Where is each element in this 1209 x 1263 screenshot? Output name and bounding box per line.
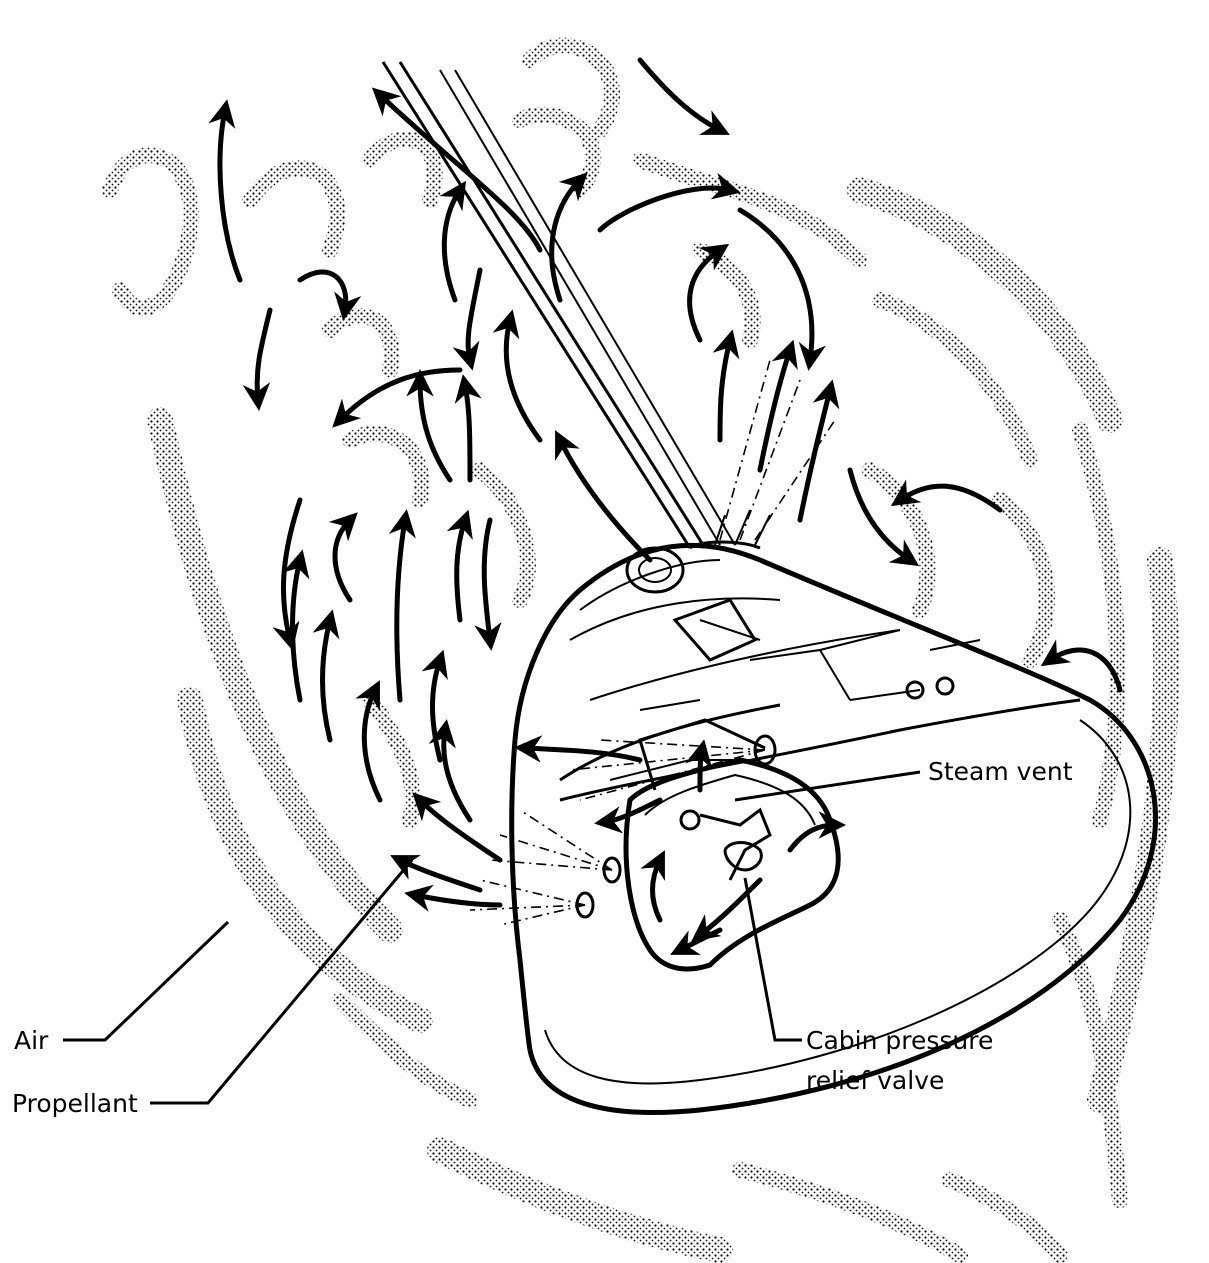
cabin-pressure-label-line2: relief valve: [806, 1066, 944, 1095]
vent-sprays: [470, 360, 835, 925]
escape-tower: [383, 62, 735, 548]
capsule-body: [512, 510, 1156, 1113]
cutaway-region: [626, 760, 838, 969]
cabin-pressure-label-line1: Cabin pressure: [806, 1026, 993, 1055]
air-flow-stipple: [110, 46, 1166, 1255]
steam-vent-label: Steam vent: [928, 757, 1073, 786]
air-label: Air: [14, 1026, 49, 1055]
leader-lines: [63, 772, 920, 1103]
propellant-label: Propellant: [12, 1089, 138, 1118]
